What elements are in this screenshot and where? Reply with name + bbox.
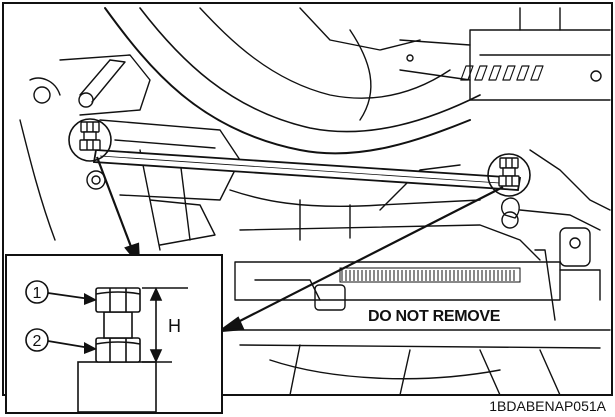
nut-assembly-left — [68, 118, 112, 162]
warning-label: DO NOT REMOVE — [368, 308, 501, 325]
detail-inset: H 1 2 — [5, 254, 223, 414]
lower-nut — [95, 337, 141, 363]
leader-arrow-right — [231, 186, 504, 326]
upper-nut — [95, 287, 141, 313]
threaded-shaft — [103, 311, 133, 339]
highlight-circle-left — [68, 118, 112, 162]
stud-base — [77, 361, 157, 413]
dimension-h — [142, 287, 188, 363]
figure-code: 1BDABENAP051A — [489, 398, 606, 414]
dimension-label: H — [168, 316, 181, 336]
callout-1-number: 1 — [33, 285, 42, 302]
support-rod — [92, 149, 522, 191]
callout-2: 2 — [25, 328, 97, 354]
callout-2-number: 2 — [33, 333, 42, 350]
leader-arrowhead-right — [216, 316, 245, 333]
nut-assembly-right — [487, 153, 531, 197]
serrated-strip — [339, 267, 521, 283]
machinery-background — [19, 7, 611, 396]
callout-1: 1 — [25, 280, 97, 305]
leader-lines — [95, 156, 504, 333]
leader-arrow-left — [95, 156, 135, 253]
highlight-circle-right — [487, 153, 531, 197]
